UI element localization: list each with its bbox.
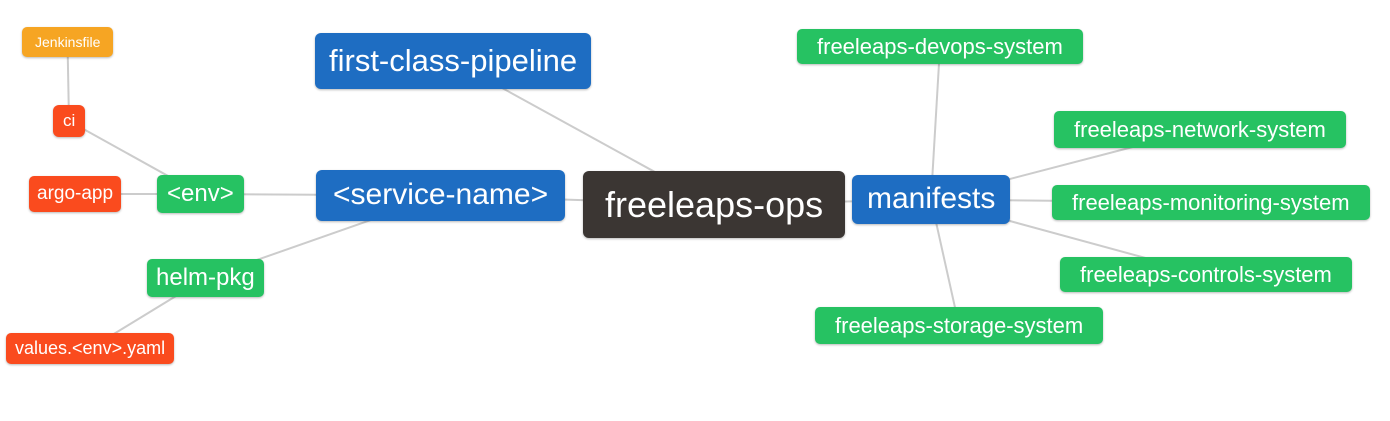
node-freeleaps-devops-system[interactable]: freeleaps-devops-system <box>797 29 1083 65</box>
node-freeleaps-storage-system[interactable]: freeleaps-storage-system <box>815 307 1104 345</box>
node-argo-app[interactable]: argo-app <box>29 176 122 212</box>
node-jenkinsfile[interactable]: Jenkinsfile <box>22 27 114 58</box>
node-first-class-pipeline[interactable]: first-class-pipeline <box>315 33 592 89</box>
node-values-env-yaml[interactable]: values.<env>.yaml <box>6 333 175 364</box>
node-service-name[interactable]: <service-name> <box>316 170 566 221</box>
node-freeleaps-controls-system[interactable]: freeleaps-controls-system <box>1060 257 1352 293</box>
node-manifests[interactable]: manifests <box>852 175 1011 224</box>
node-freeleaps-monitoring-system[interactable]: freeleaps-monitoring-system <box>1052 185 1370 221</box>
edge-manifests--devops-system <box>930 46 941 200</box>
node-helm-pkg[interactable]: helm-pkg <box>147 259 264 297</box>
node-env[interactable]: <env> <box>157 175 244 213</box>
node-freeleaps-network-system[interactable]: freeleaps-network-system <box>1054 111 1346 149</box>
node-ci[interactable]: ci <box>53 105 86 137</box>
node-freeleaps-ops[interactable]: freeleaps-ops <box>583 171 846 239</box>
